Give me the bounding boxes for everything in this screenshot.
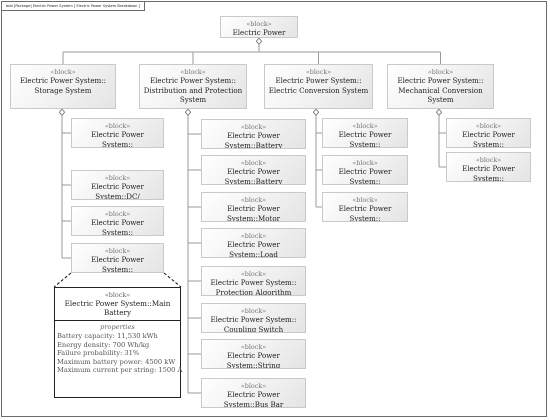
- stereotype-label: «block»: [240, 196, 267, 204]
- stereotype-label: «block»: [352, 196, 378, 204]
- property-item: Maximum current per string: 1500 A: [57, 366, 183, 375]
- block-distribution-child[interactable]: «block»Electric Power System::MotorCricu…: [201, 192, 306, 222]
- block-electric-conversion-system[interactable]: «block»Electric Power System::Electric C…: [264, 64, 373, 109]
- block-distribution-child[interactable]: «block»Electric Power System::BatteryCab…: [201, 155, 306, 185]
- stereotype-label: «block»: [104, 210, 131, 218]
- stereotype-label: «block»: [475, 156, 502, 164]
- property-item: Failure probability: 31%: [57, 349, 140, 358]
- block-name: Electric Power System::Gearbox: [462, 130, 515, 148]
- stereotype-label: «block»: [180, 68, 206, 76]
- block-distribution-child[interactable]: «block»Electric Power System::Coupling S…: [201, 303, 306, 333]
- diagram-frame-tab: bdd [Package] Electric Power System [ El…: [2, 2, 145, 11]
- block-name: Electric Power System::Storage System: [19, 76, 107, 95]
- block-name: Electric Power System::BatteryCircuit Br…: [224, 131, 283, 149]
- block-name: Electric Power System::Main Battery: [64, 299, 171, 317]
- main-battery-detail-block[interactable]: «block» Electric Power System::Main Batt…: [54, 287, 183, 398]
- block-root[interactable]: «block» Electric Power System: [220, 16, 298, 38]
- block-name: Electric Power System::AC / DC Converter: [338, 204, 392, 222]
- block-distribution-child[interactable]: «block»Electric Power System::StringCoup…: [201, 339, 306, 369]
- compartment-divider: [55, 320, 180, 321]
- block-name: Electric Power System::Mechanical Conver…: [397, 76, 484, 105]
- stereotype-label: «block»: [240, 307, 267, 315]
- block-storage-child[interactable]: «block»Electric Power System::DC/DC Conv…: [71, 170, 164, 200]
- stereotype-label: «block»: [352, 159, 378, 167]
- block-distribution-child[interactable]: «block»Electric Power System::LoadCables: [201, 228, 306, 258]
- stereotype-label: «block»: [246, 20, 272, 28]
- stereotype-label: «block»: [50, 68, 76, 76]
- stereotype-label: «block»: [240, 232, 267, 240]
- property-item: Energy density: 700 Wh/kg: [57, 340, 150, 349]
- stereotype-label: «block»: [240, 382, 267, 390]
- block-name: Electric Power System::Electric Motor: [338, 130, 392, 148]
- property-item: Battery capacity: 11,530 kWh: [57, 332, 158, 340]
- block-storage-system[interactable]: «block»Electric Power System::Storage Sy…: [10, 64, 116, 109]
- block-name: Electric Power System: [232, 28, 286, 37]
- block-name: Electric Power System::Distribution and …: [143, 76, 243, 105]
- block-name: Electric Power System::Main Battery: [91, 255, 144, 273]
- block-conversion-child[interactable]: «block»Electric Power System::Electric M…: [322, 118, 408, 148]
- properties-list: Battery capacity: 11,530 kWh Energy dens…: [55, 332, 183, 375]
- block-conversion-child[interactable]: «block»Electric Power System::Motor Cont…: [322, 155, 408, 185]
- stereotype-label: «block»: [240, 270, 267, 278]
- stereotype-label: «block»: [240, 123, 267, 131]
- block-mechanical-child[interactable]: «block»Electric Power System::Gearbox: [446, 118, 531, 148]
- block-distribution-child[interactable]: «block»Electric Power System::Protection…: [201, 266, 306, 296]
- block-mechanical-conversion-system[interactable]: «block»Electric Power System::Mechanical…: [387, 64, 494, 109]
- stereotype-label: «block»: [104, 247, 131, 255]
- block-storage-child[interactable]: «block»Electric Power System::Auxiliary …: [71, 206, 164, 236]
- block-distribution-child[interactable]: «block»Electric Power System::Bus Bar: [201, 378, 306, 408]
- block-name: Electric Power System::Auxiliary Battery: [91, 218, 144, 236]
- stereotype-label: «block»: [475, 122, 502, 130]
- block-name: Electric Power System::BatteryCables: [224, 167, 283, 185]
- block-name: Electric Power System::Battery Managemen…: [91, 130, 144, 148]
- block-name: Electric Power System::DC/DC Converter: [91, 182, 144, 200]
- stereotype-label: «block»: [352, 122, 378, 130]
- block-storage-child[interactable]: «block»Electric Power System::Main Batte…: [71, 243, 164, 273]
- block-name: Electric Power System::StringCoupler: [226, 351, 281, 369]
- block-mechanical-child[interactable]: «block»Electric Power System::Propeller: [446, 152, 531, 182]
- stereotype-label: «block»: [240, 343, 267, 351]
- block-name: Electric Power System::Bus Bar: [223, 390, 284, 408]
- block-name: Electric Power System::Propeller: [462, 164, 515, 182]
- block-conversion-child[interactable]: «block»Electric Power System::AC / DC Co…: [322, 192, 408, 222]
- block-distribution-child[interactable]: «block»Electric Power System::BatteryCir…: [201, 119, 306, 149]
- block-name: Electric Power System::Motor Control Sys…: [338, 167, 392, 185]
- stereotype-label: «block»: [104, 291, 131, 299]
- property-item: Maximum battery power: 4500 kW: [57, 357, 176, 366]
- stereotype-label: «block»: [104, 174, 131, 182]
- properties-compartment-title: properties: [100, 323, 135, 331]
- stereotype-label: «block»: [240, 159, 267, 167]
- stereotype-label: «block»: [104, 122, 131, 130]
- block-name: Electric Power System::Electric Conversi…: [268, 76, 369, 95]
- block-name: Electric Power System::MotorCricuit Brea…: [226, 204, 281, 222]
- block-name: Electric Power System::Coupling Switch: [210, 315, 297, 333]
- block-name: Electric Power System::Protection Algori…: [210, 278, 297, 296]
- stereotype-label: «block»: [427, 68, 454, 76]
- block-distribution-protection-system[interactable]: «block»Electric Power System::Distributi…: [139, 64, 247, 109]
- block-name: Electric Power System::LoadCables: [227, 240, 280, 258]
- block-storage-child[interactable]: «block»Electric Power System::Battery Ma…: [71, 118, 164, 148]
- stereotype-label: «block»: [305, 68, 332, 76]
